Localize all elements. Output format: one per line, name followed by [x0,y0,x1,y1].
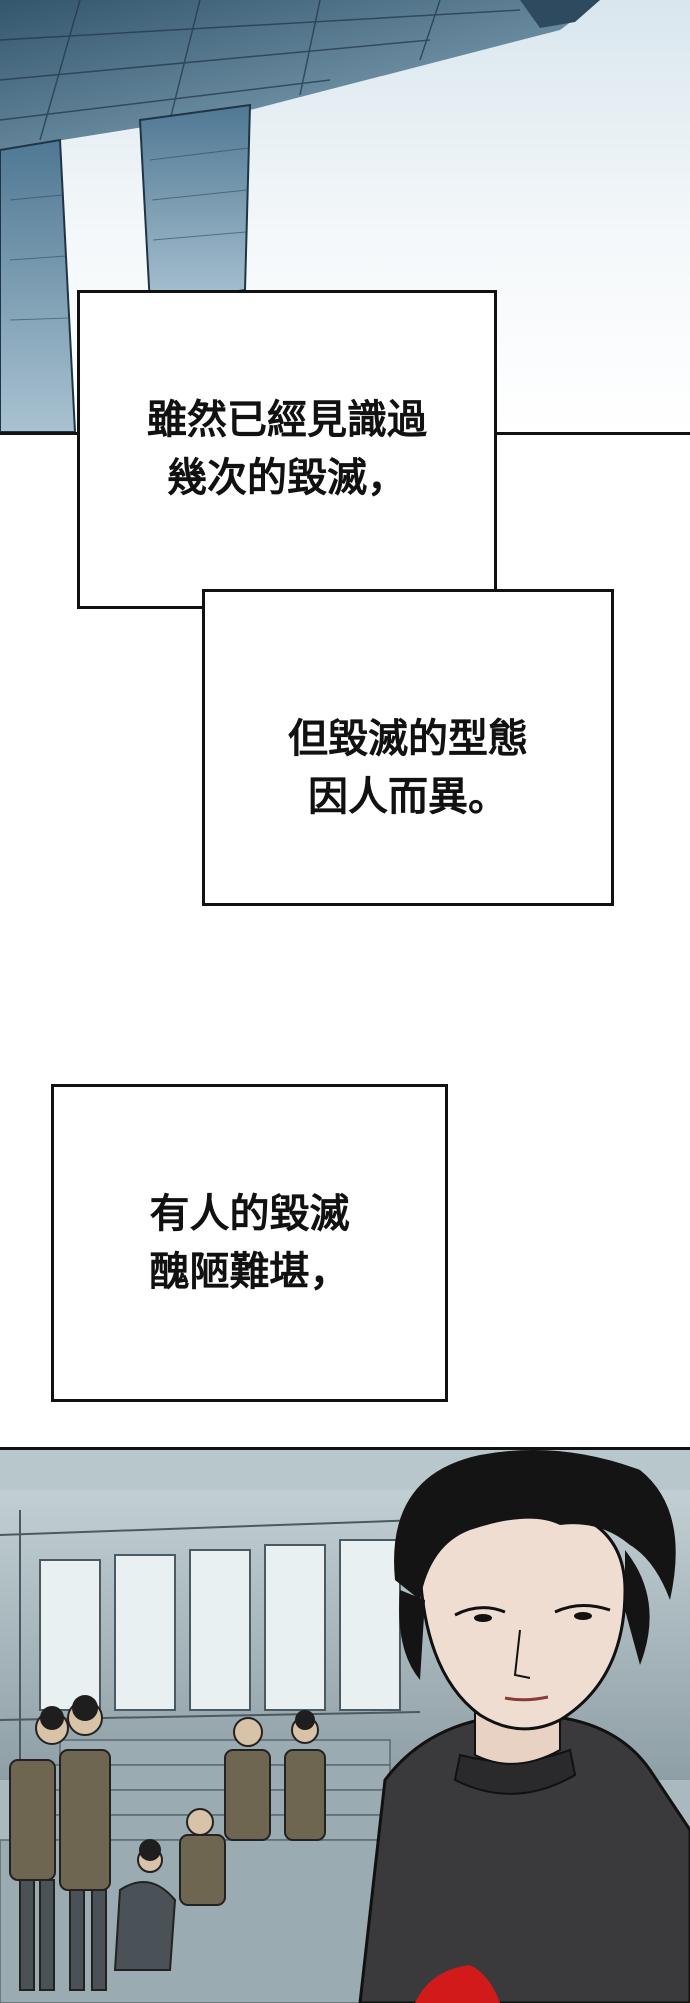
caption-box-2: 但毀滅的型態 因人而異。 [202,589,614,906]
caption-3-line-2: 醜陋難堪， [149,1249,350,1295]
caption-3-line-1: 有人的毀滅 [149,1191,350,1237]
crowd-scene-illustration [0,1450,690,2003]
building-illustration [0,0,600,432]
caption-box-1: 雖然已經見識過 幾次的毀滅， [77,290,497,606]
caption-2-line-2: 因人而異。 [308,773,508,820]
caption-1-line-1: 雖然已經見識過 [147,397,427,443]
caption-1-line-2: 幾次的毀滅， [167,455,407,501]
caption-box-1-corner [77,588,207,609]
hoodie-red-print [415,1965,500,2003]
caption-box-3: 有人的毀滅 醜陋難堪， [51,1084,448,1402]
bottom-illustration-panel [0,1447,690,2003]
caption-2-line-1: 但毀滅的型態 [288,715,528,762]
